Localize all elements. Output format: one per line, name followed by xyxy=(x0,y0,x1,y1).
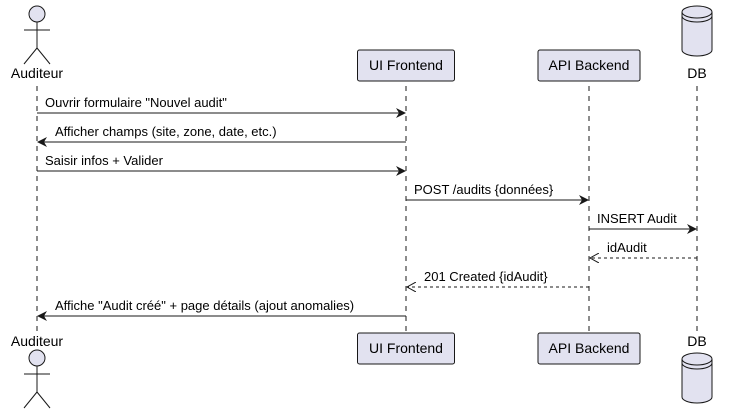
database-db-bottom: DB xyxy=(681,333,713,404)
actor-auditeur-top: Auditeur xyxy=(11,5,63,81)
message-8: Affiche "Audit créé" + page détails (ajo… xyxy=(37,298,406,321)
message-3: Saisir infos + Valider xyxy=(37,153,406,176)
participant-name: UI Frontend xyxy=(369,340,443,356)
participant-name: API Backend xyxy=(549,57,630,73)
actor-icon xyxy=(23,5,51,65)
message-label: Affiche "Audit créé" + page détails (ajo… xyxy=(55,298,354,313)
message-label: 201 Created {idAudit} xyxy=(424,269,548,284)
participant-name: API Backend xyxy=(549,340,630,356)
participant-name: Auditeur xyxy=(11,65,63,81)
participant-box xyxy=(537,332,641,365)
message-label: INSERT Audit xyxy=(597,211,677,226)
database-icon xyxy=(681,5,713,57)
actor-auditeur-bottom: Auditeur xyxy=(11,333,63,409)
message-label: idAudit xyxy=(607,240,647,255)
message-label: Afficher champs (site, zone, date, etc.) xyxy=(55,124,277,139)
participant-name: DB xyxy=(687,333,706,349)
message-1: Ouvrir formulaire "Nouvel audit" xyxy=(37,95,406,118)
participant-api-top: API Backend xyxy=(537,49,641,82)
message-2: Afficher champs (site, zone, date, etc.) xyxy=(37,124,406,147)
message-label: Ouvrir formulaire "Nouvel audit" xyxy=(45,95,227,110)
database-db-top: DB xyxy=(681,5,713,81)
participant-box xyxy=(357,332,455,365)
participant-box xyxy=(537,49,641,82)
message-4: POST /audits {données} xyxy=(406,182,589,205)
participant-ui-top: UI Frontend xyxy=(357,49,455,82)
message-7: 201 Created {idAudit} xyxy=(407,269,589,287)
participant-name: Auditeur xyxy=(11,333,63,349)
participant-api-bottom: API Backend xyxy=(537,332,641,365)
database-icon xyxy=(681,352,713,404)
participant-name: DB xyxy=(687,65,706,81)
message-label: POST /audits {données} xyxy=(414,182,554,197)
message-label: Saisir infos + Valider xyxy=(45,153,164,168)
message-5: INSERT Audit xyxy=(589,211,697,234)
actor-icon xyxy=(23,349,51,409)
participant-name: UI Frontend xyxy=(369,57,443,73)
participant-box xyxy=(357,49,455,82)
participant-ui-bottom: UI Frontend xyxy=(357,332,455,365)
message-6: idAudit xyxy=(590,240,697,258)
